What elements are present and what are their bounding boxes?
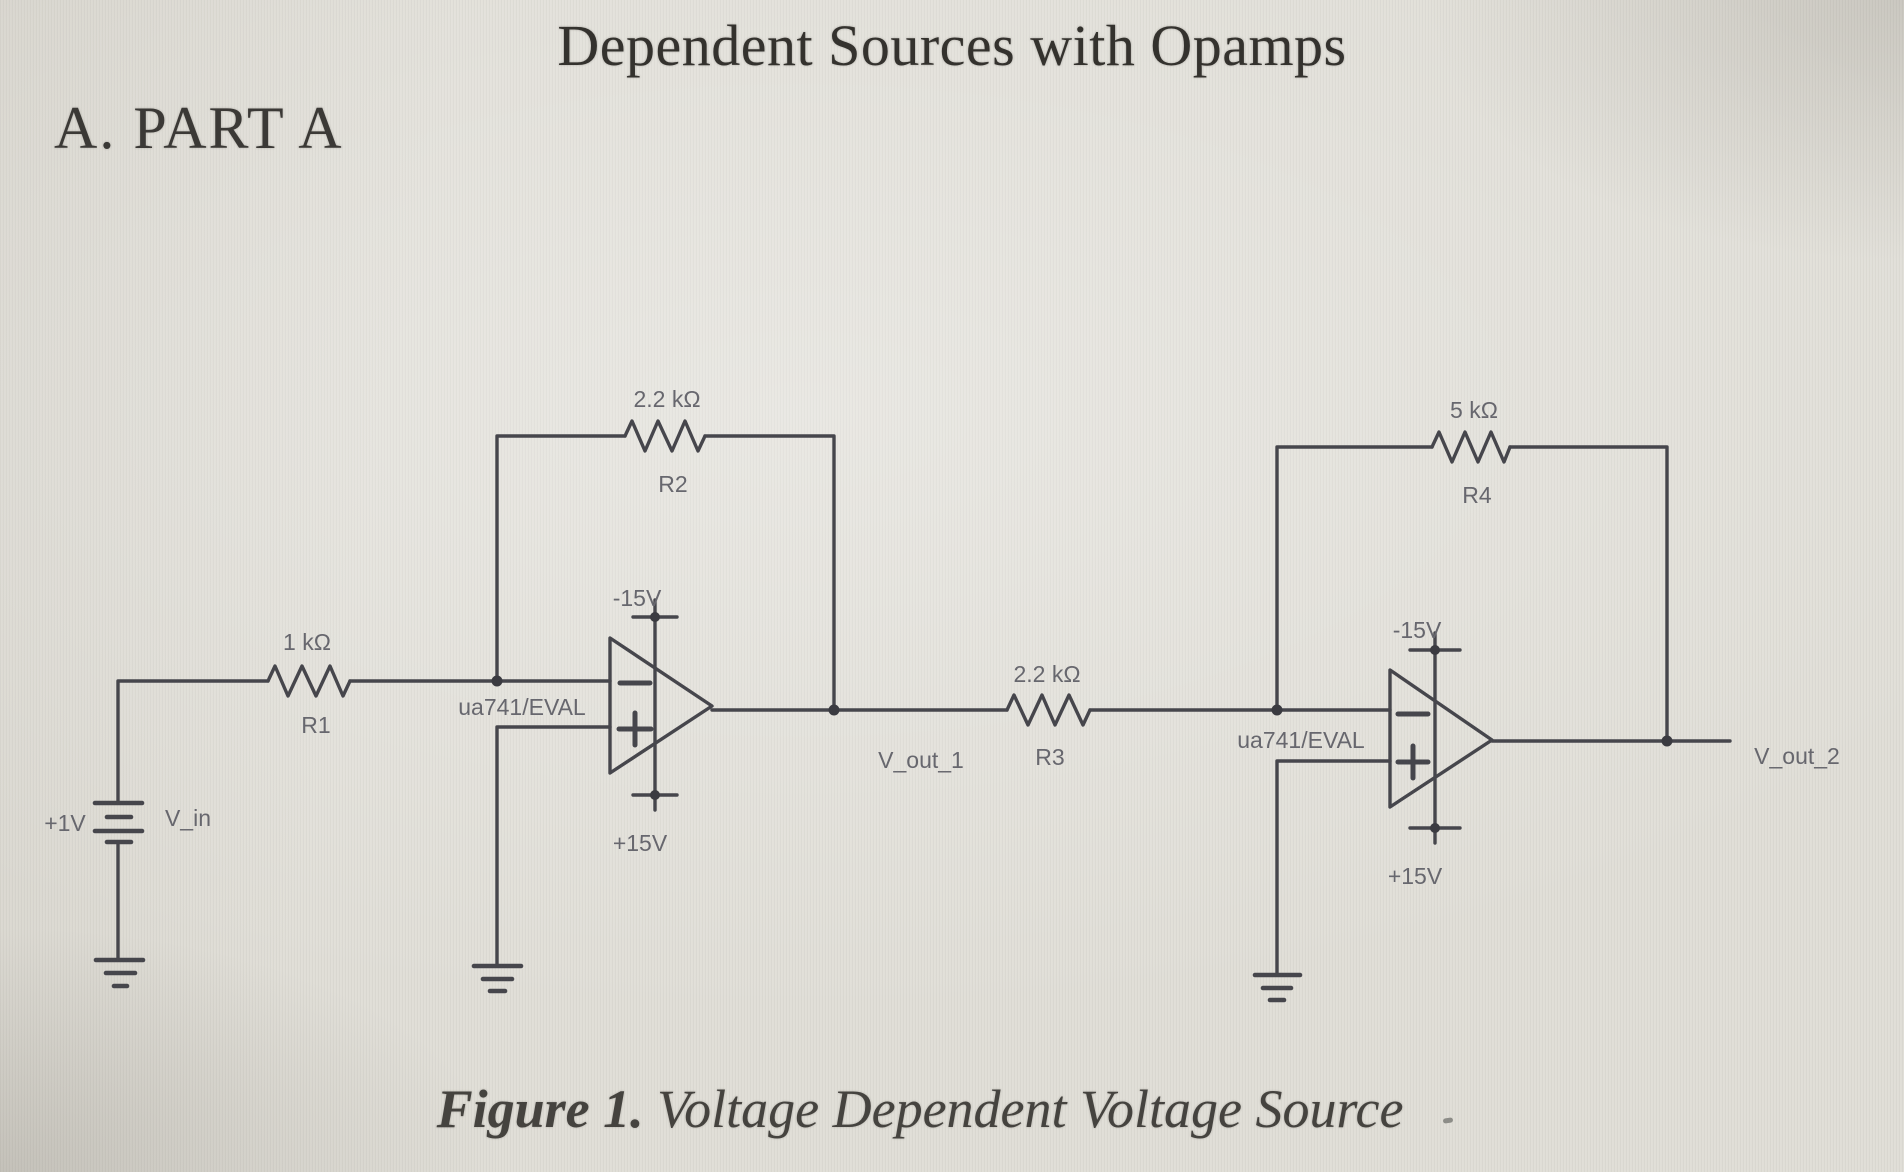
junction-dot: [1661, 735, 1673, 747]
opamp2-part-label: ua741/EVAL: [1237, 727, 1365, 753]
opamp1-supply-rail: [631, 598, 679, 812]
resistor-r2: [623, 419, 707, 453]
opamp1-vpos-label: +15V: [613, 830, 668, 856]
wire-feedback2-left: [1275, 445, 1434, 712]
figure-caption-number: Figure 1.: [436, 1079, 644, 1139]
junction-dot: [1430, 823, 1440, 833]
opamp1-triangle: [608, 636, 714, 775]
resistor-r1: [266, 664, 352, 698]
r3-value-label: 2.2 kΩ: [1013, 661, 1080, 687]
opamp2-supply-rail: [1408, 631, 1462, 845]
r4-value-label: 5 kΩ: [1450, 397, 1498, 423]
junction-dot: [650, 790, 660, 800]
junction-dot: [828, 704, 840, 716]
battery-symbol: [92, 800, 145, 845]
resistor-r3: [1005, 693, 1092, 727]
r3-ref-label: R3: [1035, 744, 1064, 770]
source-name-label: V_in: [165, 805, 211, 831]
wire-feedback1-right: [703, 434, 836, 712]
junction-dot: [1271, 704, 1283, 716]
wire-feedback2-right: [1508, 445, 1669, 743]
figure-caption: Figure 1. Voltage Dependent Voltage Sour…: [0, 1078, 1840, 1140]
ground-symbol-source: [93, 957, 146, 989]
r2-value-label: 2.2 kΩ: [633, 386, 700, 412]
net-vout1-label: V_out_1: [878, 747, 964, 773]
junction-dot: [650, 612, 660, 622]
opamp1-part-label: ua741/EVAL: [458, 694, 586, 720]
opamp1-vneg-label: -15V: [613, 585, 662, 611]
opamp2-plus-symbol: [1395, 743, 1431, 781]
resistor-r4: [1430, 430, 1512, 464]
wire-opamp1-plus-input: [495, 725, 612, 968]
wire-source-to-r1: [116, 679, 270, 805]
r1-value-label: 1 kΩ: [283, 629, 331, 655]
ground-symbol-opamp2: [1252, 972, 1303, 1003]
r4-ref-label: R4: [1462, 482, 1492, 508]
source-value-label: +1V: [44, 810, 86, 836]
opamp2-triangle: [1388, 668, 1494, 809]
r1-ref-label: R1: [301, 712, 330, 738]
opamp1-plus-symbol: [616, 710, 654, 748]
section-heading: A. PART A: [54, 95, 344, 161]
opamp2-vpos-label: +15V: [1388, 863, 1443, 889]
page-title: Dependent Sources with Opamps: [557, 13, 1347, 78]
junction-dots: [491, 612, 1673, 833]
opamp2-vneg-label: -15V: [1393, 617, 1442, 643]
figure-caption-text: Voltage Dependent Voltage Source: [643, 1079, 1404, 1139]
junction-dot: [491, 675, 503, 687]
r2-ref-label: R2: [658, 471, 687, 497]
wire-opamp2-plus-input: [1275, 759, 1392, 977]
wire-feedback1-left: [495, 434, 627, 683]
ground-symbol-opamp1: [471, 963, 524, 994]
net-vout2-label: V_out_2: [1754, 743, 1840, 769]
junction-dot: [1430, 645, 1440, 655]
